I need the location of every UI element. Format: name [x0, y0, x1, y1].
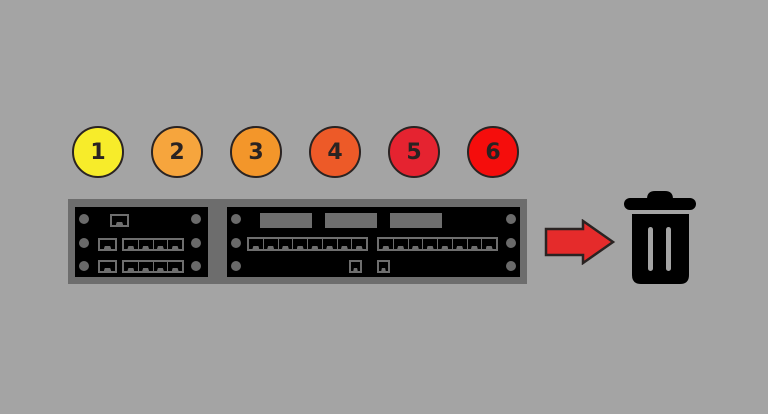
arrow-right-icon	[544, 219, 616, 265]
step-6: 6	[467, 126, 519, 178]
screw-icon	[191, 214, 201, 224]
ethernet-port-icon	[110, 214, 129, 227]
screw-icon	[231, 238, 241, 248]
screw-icon	[79, 214, 89, 224]
ethernet-port-group	[122, 260, 184, 273]
screw-icon	[231, 261, 241, 271]
screw-icon	[231, 214, 241, 224]
ethernet-port-icon	[98, 260, 117, 273]
step-3: 3	[230, 126, 282, 178]
ethernet-port-group	[377, 237, 498, 251]
sfp-slot	[325, 213, 377, 228]
screw-icon	[506, 214, 516, 224]
ethernet-port-group	[247, 237, 368, 251]
screw-icon	[191, 238, 201, 248]
screw-icon	[506, 261, 516, 271]
ethernet-port-icon	[377, 260, 390, 273]
step-4: 4	[309, 126, 361, 178]
ethernet-port-icon	[98, 238, 117, 251]
screw-icon	[79, 261, 89, 271]
step-2: 2	[151, 126, 203, 178]
trash-icon	[624, 191, 696, 284]
step-1: 1	[72, 126, 124, 178]
screw-icon	[191, 261, 201, 271]
step-5: 5	[388, 126, 440, 178]
screw-icon	[79, 238, 89, 248]
screw-icon	[506, 238, 516, 248]
sfp-slot	[390, 213, 442, 228]
sfp-slot	[260, 213, 312, 228]
ethernet-port-icon	[349, 260, 362, 273]
ethernet-port-group	[122, 238, 184, 251]
